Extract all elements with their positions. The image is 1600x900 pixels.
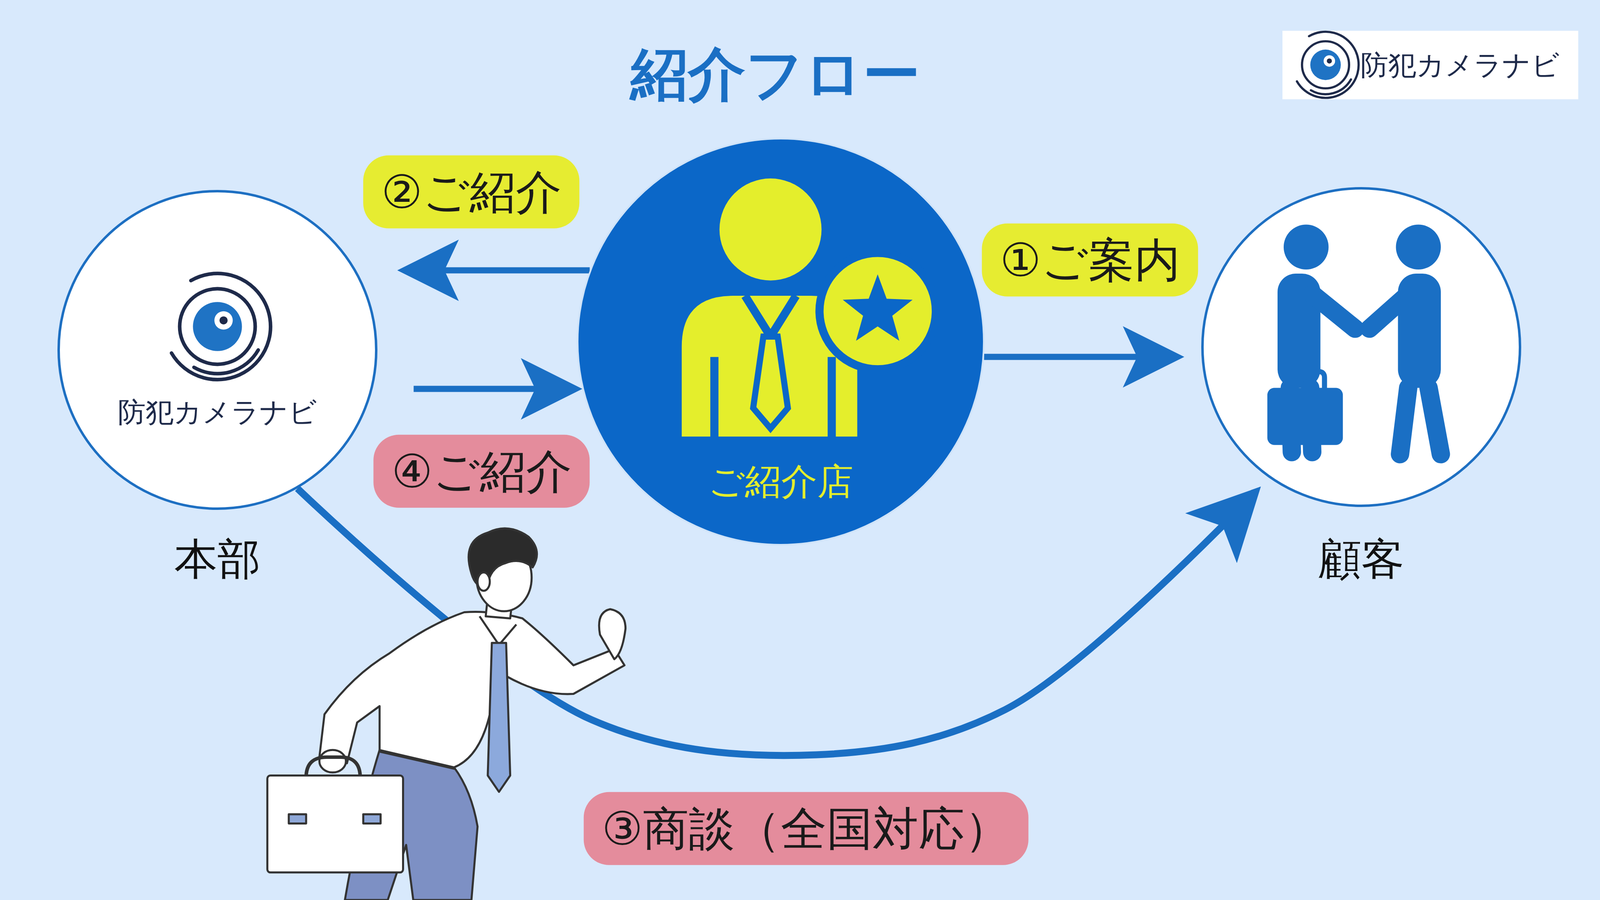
title: 紹介フロー bbox=[630, 41, 921, 108]
step-label: ③商談（全国対応） bbox=[583, 792, 1029, 866]
briefcase-latch bbox=[363, 814, 381, 824]
node-text: ご紹介店 bbox=[708, 460, 854, 503]
shirt bbox=[319, 612, 625, 768]
flow-arrow bbox=[417, 267, 590, 274]
node-shape bbox=[58, 191, 377, 509]
flow-arrow bbox=[413, 386, 562, 393]
headquarters-circle: 防犯カメラナビ本部 bbox=[57, 189, 378, 510]
tie bbox=[487, 642, 511, 792]
step-label: ①ご案内 bbox=[981, 223, 1198, 297]
hand bbox=[319, 749, 347, 773]
node-outline bbox=[1201, 187, 1522, 508]
node-text: 防犯カメラナビ bbox=[117, 396, 318, 429]
running-salesman bbox=[267, 528, 626, 900]
hair bbox=[468, 528, 538, 588]
node-icon bbox=[1296, 31, 1359, 98]
referral-shop-circle: ご紹介店 bbox=[576, 137, 985, 546]
belt bbox=[379, 749, 455, 768]
node-heading: 本部 bbox=[174, 534, 261, 585]
ear bbox=[477, 572, 490, 592]
collar bbox=[479, 616, 517, 645]
briefcase-latch bbox=[288, 814, 307, 824]
briefcase-handle bbox=[306, 757, 361, 778]
fist bbox=[598, 609, 626, 660]
node-icon bbox=[171, 273, 271, 380]
neck bbox=[485, 596, 513, 619]
step-label: ②ご紹介 bbox=[363, 155, 580, 229]
node-shape bbox=[577, 138, 984, 545]
node-shape bbox=[1202, 188, 1520, 506]
flow-arrow bbox=[984, 354, 1164, 361]
node-text: 顧客 bbox=[1318, 534, 1405, 585]
node-outline bbox=[57, 189, 378, 510]
node-icon bbox=[1267, 224, 1441, 455]
node-shape bbox=[1282, 30, 1579, 100]
logo-box: 防犯カメラナビ bbox=[1282, 30, 1579, 100]
step-label: ④ご紹介 bbox=[373, 434, 590, 508]
briefcase bbox=[267, 775, 404, 873]
node-icon bbox=[681, 178, 936, 439]
customer-circle: 顧客 bbox=[1201, 187, 1522, 508]
node-text: 防犯カメラナビ bbox=[1360, 48, 1560, 81]
pants bbox=[345, 749, 478, 900]
face bbox=[476, 544, 532, 612]
